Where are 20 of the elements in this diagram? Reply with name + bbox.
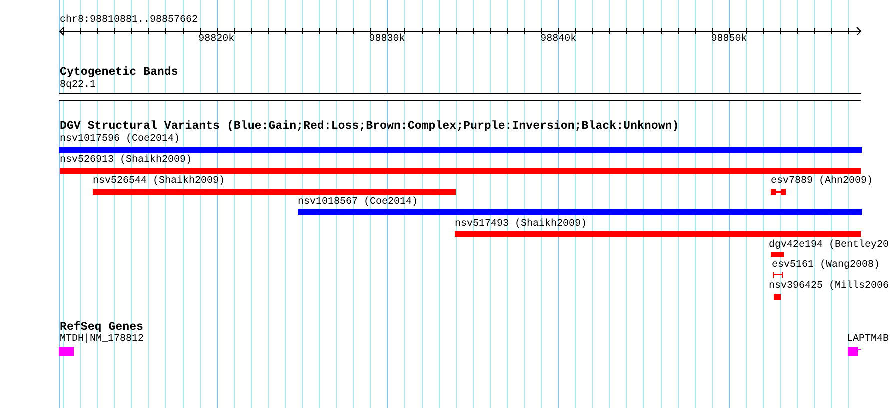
variant-label: nsv526544 (Shaikh2009) bbox=[93, 177, 226, 187]
variant-label: nsv396425 (Mills2006 bbox=[769, 282, 890, 292]
variant-label: nsv517493 (Shaikh2009) bbox=[455, 220, 588, 230]
track-heading: RefSeq Genes bbox=[60, 322, 144, 334]
variant-label: nsv526913 (Shaikh2009) bbox=[60, 156, 192, 166]
track-heading: Cytogenetic Bands bbox=[60, 67, 178, 79]
gene-label: LAPTM4B bbox=[847, 335, 890, 345]
tick-label: 98840k bbox=[540, 35, 577, 45]
band-label: 8q22.1 bbox=[60, 81, 96, 91]
variant-label: nsv1018567 (Coe2014) bbox=[298, 198, 418, 208]
track-heading: DGV Structural Variants (Blue:Gain;Red:Loss;Brown:Complex;Purple:Inversion;Black:Unknown) bbox=[60, 121, 680, 133]
variant-label: esv5161 (Wang2008) bbox=[772, 261, 880, 271]
region-coordinates: chr8:98810881..98857662 bbox=[60, 16, 198, 26]
variant-label: dgv42e194 (Bentley20 bbox=[769, 241, 890, 251]
tick-label: 98830k bbox=[369, 35, 406, 45]
tick-label: 98820k bbox=[198, 35, 235, 45]
variant-label: nsv1017596 (Coe2014) bbox=[60, 135, 180, 145]
variant-label: esv7889 (Ahn2009) bbox=[771, 177, 874, 187]
gene-label: MTDH|NM_178812 bbox=[60, 335, 144, 345]
tick-label: 98850k bbox=[711, 35, 748, 45]
